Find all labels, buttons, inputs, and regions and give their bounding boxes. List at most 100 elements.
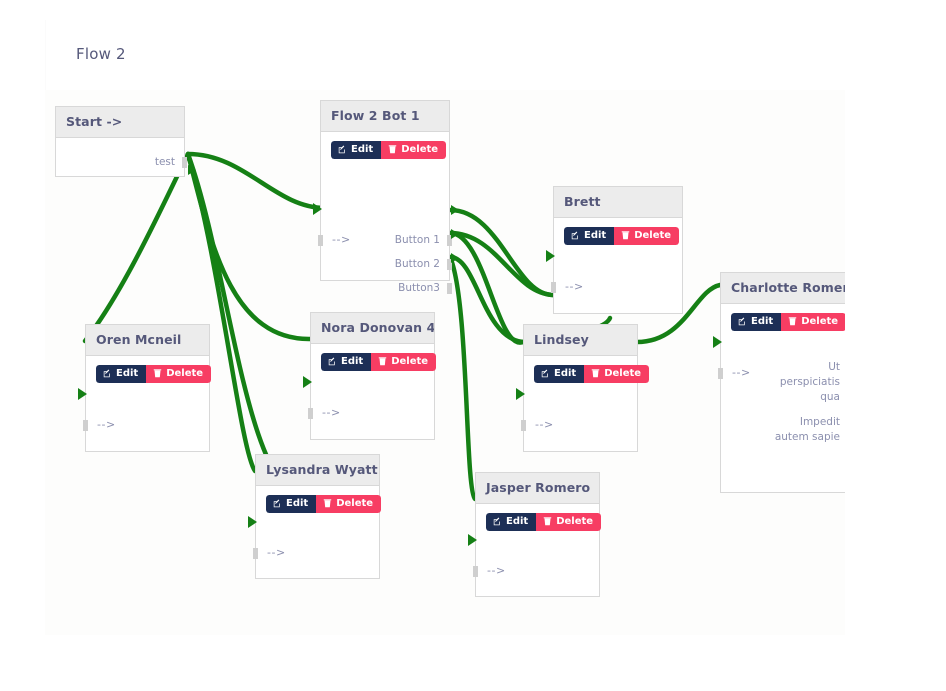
edit-button[interactable]: Edit xyxy=(731,313,782,331)
edit-button-label: Edit xyxy=(351,144,374,155)
output-arrow-icon xyxy=(451,229,459,239)
input-port-handle[interactable] xyxy=(318,235,323,246)
input-arrow-icon xyxy=(468,534,477,546)
edit-square-icon xyxy=(493,517,502,526)
node-title: Brett xyxy=(554,187,682,218)
trash-icon xyxy=(788,317,797,326)
input-port-handle[interactable] xyxy=(521,420,526,431)
trash-icon xyxy=(591,369,600,378)
edit-button[interactable]: Edit xyxy=(564,227,615,245)
input-port-handle[interactable] xyxy=(718,368,723,379)
edit-square-icon xyxy=(328,357,337,366)
trash-icon xyxy=(378,357,387,366)
edit-button-label: Edit xyxy=(286,498,309,509)
flow-canvas[interactable]: Start -> test Flow 2 Bot 1 xyxy=(45,90,845,635)
edit-button[interactable]: Edit xyxy=(321,353,372,371)
edge-button1-to-brett xyxy=(447,207,556,298)
edit-square-icon xyxy=(571,231,580,240)
node-action-buttons: Edit Delete xyxy=(96,365,212,383)
input-port-handle[interactable] xyxy=(551,282,556,293)
trash-icon xyxy=(323,499,332,508)
output-port-label[interactable]: test xyxy=(154,156,175,168)
node-action-buttons: Edit Delete xyxy=(331,141,447,159)
edit-button-label: Edit xyxy=(116,368,139,379)
trash-icon xyxy=(388,145,397,154)
input-port-handle[interactable] xyxy=(83,420,88,431)
input-port-handle[interactable] xyxy=(308,408,313,419)
node-nora-donovan-43[interactable]: Nora Donovan 43 Edit xyxy=(303,312,437,440)
node-title: Lysandra Wyatt xyxy=(256,455,379,486)
input-port-handle[interactable] xyxy=(253,548,258,559)
delete-button[interactable]: Delete xyxy=(371,353,437,371)
input-port-label[interactable]: --> xyxy=(565,280,584,293)
edit-button-label: Edit xyxy=(584,230,607,241)
input-arrow-icon xyxy=(78,388,87,400)
output-port-handle[interactable] xyxy=(447,283,452,294)
edge-button2-to-lindsey xyxy=(447,230,526,345)
page-title: Flow 2 xyxy=(76,45,126,63)
trash-icon xyxy=(543,517,552,526)
node-start[interactable]: Start -> test xyxy=(55,106,196,177)
edge-start-to-flow2bot1 xyxy=(185,151,328,211)
node-title: Oren Mcneil xyxy=(86,325,209,356)
node-lysandra-wyatt[interactable]: Lysandra Wyatt Edit xyxy=(248,454,382,579)
input-port-handle[interactable] xyxy=(473,566,478,577)
output-port-label[interactable]: Button3 xyxy=(398,282,440,294)
output-arrow-icon xyxy=(188,165,196,175)
delete-button-label: Delete xyxy=(556,516,594,527)
node-title: Charlotte Romero xyxy=(721,273,845,304)
edit-button[interactable]: Edit xyxy=(96,365,147,383)
edit-button[interactable]: Edit xyxy=(486,513,537,531)
input-port-label[interactable]: --> xyxy=(97,418,116,431)
delete-button[interactable]: Delete xyxy=(146,365,212,383)
input-port-label[interactable]: --> xyxy=(487,564,506,577)
edge-start-to-oren xyxy=(82,151,191,344)
node-title: Start -> xyxy=(56,107,184,138)
edit-button[interactable]: Edit xyxy=(266,495,317,513)
edit-button[interactable]: Edit xyxy=(534,365,585,383)
node-flow-2-bot-1[interactable]: Flow 2 Bot 1 Edit xyxy=(313,100,459,294)
node-charlotte-romero[interactable]: Charlotte Romero Edit xyxy=(713,272,845,493)
input-arrow-icon xyxy=(248,516,257,528)
delete-button-label: Delete xyxy=(391,356,429,367)
input-port-label[interactable]: --> xyxy=(535,418,554,431)
output-port-label[interactable]: Button 1 xyxy=(394,234,440,246)
edge-button2-to-brett xyxy=(447,230,556,298)
edit-button-label: Edit xyxy=(506,516,529,527)
edge-start-to-nora xyxy=(185,151,313,342)
node-title: Nora Donovan 43 xyxy=(311,313,434,344)
input-port-label[interactable]: --> xyxy=(322,406,341,419)
delete-button[interactable]: Delete xyxy=(536,513,602,531)
edit-button[interactable]: Edit xyxy=(331,141,382,159)
delete-button[interactable]: Delete xyxy=(614,227,680,245)
node-action-buttons: Edit Delete xyxy=(534,365,650,383)
edit-square-icon xyxy=(103,369,112,378)
input-arrow-icon xyxy=(313,203,322,215)
node-jasper-romero[interactable]: Jasper Romero Edit xyxy=(468,472,602,597)
output-port-label[interactable]: Ut perspiciatis qua xyxy=(779,361,840,403)
delete-button[interactable]: Delete xyxy=(584,365,650,383)
delete-button[interactable]: Delete xyxy=(316,495,382,513)
node-title: Jasper Romero xyxy=(476,473,599,504)
node-oren-mcneil[interactable]: Oren Mcneil Edit xyxy=(78,324,212,452)
trash-icon xyxy=(153,369,162,378)
output-port-handle[interactable] xyxy=(182,157,187,168)
delete-button-label: Delete xyxy=(634,230,672,241)
input-arrow-icon xyxy=(516,388,525,400)
node-title: Lindsey xyxy=(524,325,637,356)
output-port-label[interactable]: Button 2 xyxy=(394,258,440,270)
input-port-label[interactable]: --> xyxy=(332,233,351,246)
edit-button-label: Edit xyxy=(554,368,577,379)
delete-button-label: Delete xyxy=(336,498,374,509)
delete-button[interactable]: Delete xyxy=(781,313,845,331)
input-port-label[interactable]: --> xyxy=(267,546,286,559)
node-lindsey[interactable]: Lindsey Edit xyxy=(516,324,650,452)
delete-button[interactable]: Delete xyxy=(381,141,447,159)
delete-button-label: Delete xyxy=(166,368,204,379)
input-arrow-icon xyxy=(546,250,555,262)
node-brett[interactable]: Brett Edit xyxy=(546,186,683,314)
output-port-label[interactable]: Impedit autem sapie xyxy=(774,416,840,443)
output-arrow-icon xyxy=(451,205,459,215)
input-arrow-icon xyxy=(303,376,312,388)
input-port-label[interactable]: --> xyxy=(732,366,751,379)
